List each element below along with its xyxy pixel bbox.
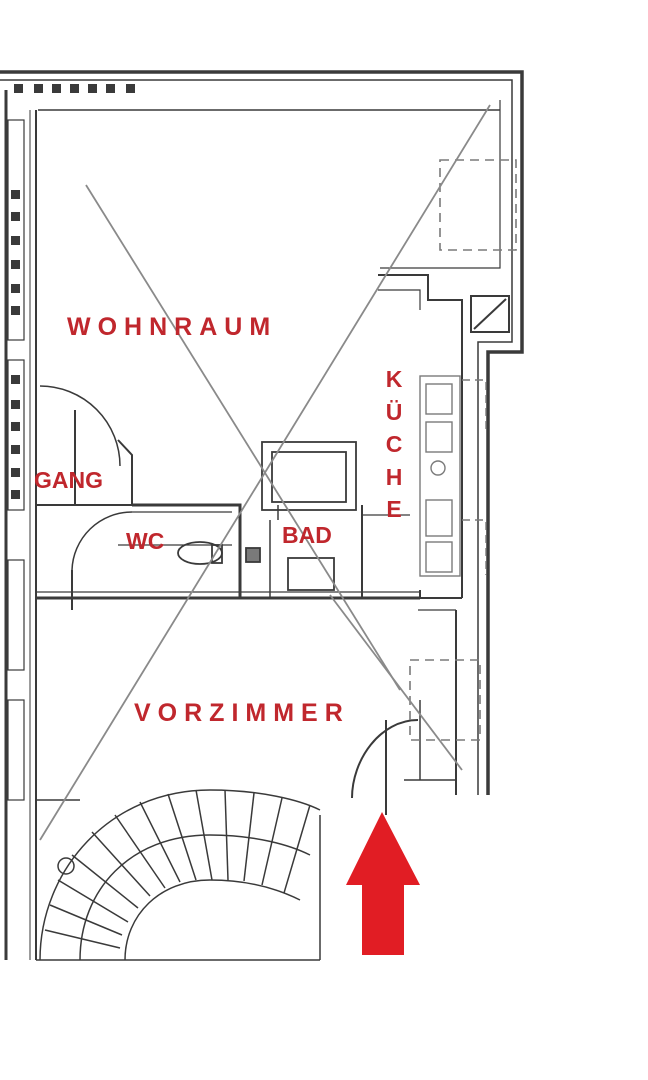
room-label-wohnraum: WOHNRAUM [67, 313, 278, 341]
outer-walls [0, 70, 524, 960]
door-gang [39, 385, 121, 467]
diagonal-lines [39, 104, 491, 841]
door-entrance [351, 719, 419, 799]
sink [245, 547, 261, 563]
window-frames-left [7, 119, 25, 801]
doors [39, 385, 419, 815]
room-label-gang: GANG [34, 467, 103, 493]
door-wc [71, 511, 133, 571]
spiral-staircase-icon [39, 789, 321, 961]
window-marks-left [11, 190, 20, 499]
arrow-up-icon [346, 812, 420, 955]
room-label-kueche: KÜCHE [385, 366, 403, 522]
room-label-wc: WC [126, 528, 165, 554]
room-label-vorzimmer: VORZIMMER [134, 699, 350, 727]
room-label-bad: BAD [282, 522, 332, 548]
bathtub [287, 557, 335, 591]
shaft [470, 295, 510, 333]
kitchen-counter [419, 375, 487, 577]
window-marks-top [14, 84, 135, 93]
bathroom-fixtures [177, 441, 357, 591]
